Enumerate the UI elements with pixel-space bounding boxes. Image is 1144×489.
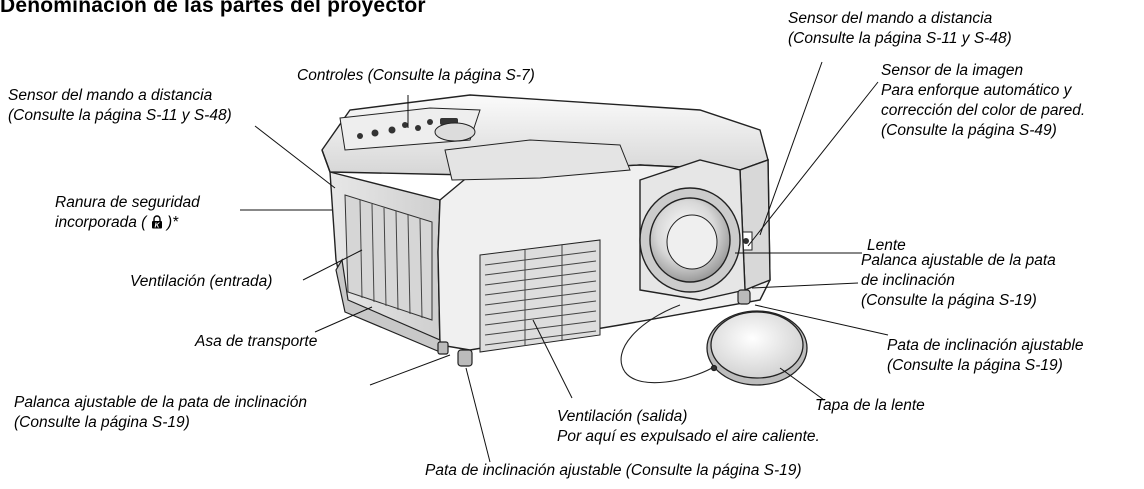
label-line: Palanca ajustable de la pata [861,252,1056,269]
label-line: Ranura de seguridad [55,194,200,211]
page-title: Denominación de las partes del proyector [0,0,426,17]
label-line: (Consulte la página S-11 y S-48) [788,30,1012,47]
vent-out-grille [479,239,601,353]
svg-text:K: K [154,223,160,230]
label-tilt-foot-bottom: Pata de inclinación ajustable (Consulte … [425,461,802,481]
label-tilt-foot-right: Pata de inclinación ajustable (Consulte … [887,336,1083,376]
label-line: Asa de transporte [195,333,318,350]
label-line: Ventilación (salida) [557,408,688,425]
label-vent-in: Ventilación (entrada) [130,272,272,292]
label-remote-sensor-right: Sensor del mando a distancia (Consulte l… [788,9,1012,49]
label-lens: Lente [867,236,906,256]
label-line: Controles (Consulte la página S-7) [297,67,535,84]
label-line: corrección del color de pared. [881,102,1086,119]
label-line: Lente [867,237,906,254]
tilt-feet [437,289,751,367]
label-lens-cap: Tapa de la lente [815,396,925,416]
vent-in-grille [344,194,433,321]
label-line: Pata de inclinación ajustable (Consulte … [425,462,802,479]
label-line: (Consulte la página S-19) [861,292,1037,309]
label-image-sensor: Sensor de la imagen Para enforque automá… [881,61,1085,141]
label-line: Palanca ajustable de la pata de inclinac… [14,394,307,411]
label-line: Tapa de la lente [815,397,925,414]
label-line: Sensor del mando a distancia [788,10,993,27]
lens-graphic [639,159,746,301]
label-tilt-lever-left: Palanca ajustable de la pata de inclinac… [14,393,307,433]
label-line: Pata de inclinación ajustable [887,337,1084,354]
label-line: incorporada ( K )* [55,214,179,231]
leader-lines [240,61,889,463]
label-line: Por aquí es expulsado el aire caliente. [557,428,820,445]
label-line: (Consulte la página S-49) [881,122,1057,139]
label-line: Sensor del mando a distancia [8,87,213,104]
label-line: Para enforque automático y [881,82,1072,99]
label-line: Ventilación (entrada) [130,273,273,290]
label-line: (Consulte la página S-19) [14,414,190,431]
label-line: de inclinación [861,272,955,289]
label-line: (Consulte la página S-11 y S-48) [8,107,232,124]
label-tilt-lever-right: Palanca ajustable de la pata de inclinac… [861,251,1056,311]
label-remote-sensor-left: Sensor del mando a distancia (Consulte l… [8,86,232,126]
label-vent-out: Ventilación (salida) Por aquí es expulsa… [557,407,820,447]
label-line: (Consulte la página S-19) [887,357,1063,374]
label-security-slot: Ranura de seguridad incorporada ( K )* [55,193,200,233]
kensington-lock-icon: K [151,215,162,230]
lens-cap-graphic [620,304,808,386]
label-handle: Asa de transporte [195,332,317,352]
label-controls: Controles (Consulte la página S-7) [297,66,535,86]
label-line: Sensor de la imagen [881,62,1024,79]
